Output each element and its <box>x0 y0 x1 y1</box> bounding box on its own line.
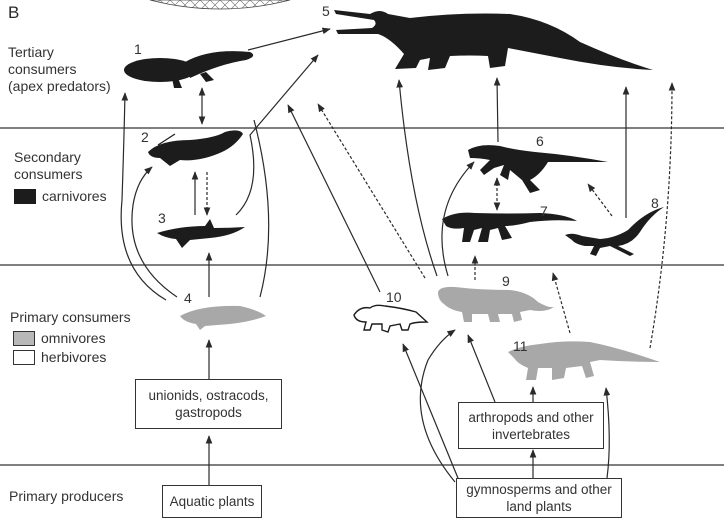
level-label-secondary: Secondary consumers <box>14 149 82 183</box>
hatched-dome <box>149 0 291 10</box>
taxon-number-9: 9 <box>502 273 510 289</box>
level-label-primary-consumers: Primary consumers <box>10 309 131 326</box>
box-line: invertebrates <box>491 426 571 442</box>
arrow-4-1 <box>120 92 167 301</box>
level-label-line: Primary consumers <box>10 309 131 325</box>
taxon-4-silhouette <box>180 305 266 330</box>
taxon-7-silhouette <box>442 212 577 242</box>
legend-label: herbivores <box>41 349 107 365</box>
taxon-number-2: 2 <box>141 129 149 145</box>
legend-label: carnivores <box>42 188 107 204</box>
box-line: gastropods <box>175 405 242 420</box>
arrow-9-6 <box>441 161 475 277</box>
taxon-number-3: 3 <box>158 210 166 226</box>
taxon-10-silhouette <box>353 304 429 333</box>
taxon-3-silhouette <box>157 219 245 248</box>
arrow-9-5 <box>396 79 438 277</box>
taxon-number-10: 10 <box>386 289 402 305</box>
level-label-line: (apex predators) <box>8 78 111 94</box>
taxon-8-silhouette <box>565 207 664 256</box>
arrow-landplants-11 <box>603 387 611 479</box>
taxon-number-1: 1 <box>134 41 142 57</box>
arrow-2-5 <box>235 54 319 216</box>
arrow-1-5 <box>247 27 331 51</box>
taxon-1-silhouette <box>124 51 254 88</box>
legend-carnivores: carnivores <box>14 188 107 204</box>
level-label-line: Tertiary <box>8 44 54 60</box>
box-aquatic-plants: Aquatic plants <box>162 485 262 518</box>
food-web-arrows <box>120 27 676 487</box>
arrow-4-2 <box>131 166 178 298</box>
legend-swatch-herbivore <box>13 349 35 365</box>
arrow-arthropods-9 <box>467 334 496 403</box>
legend-swatch-omnivore <box>13 330 35 346</box>
arrow-8-6-dashed <box>587 183 613 217</box>
taxon-11-silhouette <box>508 341 660 380</box>
arrow-6-5 <box>493 77 501 143</box>
arrow-10-5 <box>287 104 381 293</box>
taxon-9-silhouette <box>438 286 554 322</box>
box-line: unionids, ostracods, <box>148 388 269 403</box>
taxon-2-silhouette <box>148 130 243 166</box>
arrow-9-5-dashed <box>317 103 426 279</box>
box-line: gymnosperms and other <box>466 482 612 497</box>
taxon-number-7: 7 <box>540 203 548 219</box>
taxon-6-silhouette <box>468 145 608 193</box>
legend-herbivores: herbivores <box>13 349 106 365</box>
box-line: Aquatic plants <box>169 494 255 509</box>
taxon-5-silhouette <box>334 10 653 70</box>
taxon-number-11: 11 <box>513 338 528 354</box>
level-label-tertiary: Tertiary consumers (apex predators) <box>8 44 111 95</box>
level-label-primary-producers: Primary producers <box>9 488 123 505</box>
level-label-line: consumers <box>8 61 77 77</box>
taxon-number-5: 5 <box>322 3 330 19</box>
legend-label: omnivores <box>41 330 106 346</box>
arrow-landplants-9 <box>419 329 456 483</box>
box-line: arthropods and other <box>468 409 594 425</box>
box-aquatic-invertebrates: unionids, ostracods, gastropods <box>135 379 282 429</box>
arrow-11-7-dashed <box>551 272 571 334</box>
panel-letter: B <box>8 3 20 22</box>
arrow-11-5-dashed <box>649 82 676 349</box>
legend-omnivores: omnivores <box>13 330 106 346</box>
level-label-line: Secondary <box>14 149 81 165</box>
curve-4-to-5 <box>253 119 270 298</box>
taxon-number-8: 8 <box>651 195 659 211</box>
box-land-plants: gymnosperms and other land plants <box>456 478 622 518</box>
level-label-line: Primary producers <box>9 488 124 504</box>
box-line: land plants <box>506 499 572 514</box>
box-arthropods: arthropods and other invertebrates <box>458 402 604 449</box>
taxon-number-6: 6 <box>536 133 544 149</box>
arrow-landplants-10 <box>402 343 461 484</box>
taxon-number-4: 4 <box>184 290 192 306</box>
level-label-line: consumers <box>14 166 83 182</box>
legend-swatch-carnivore <box>14 188 36 204</box>
